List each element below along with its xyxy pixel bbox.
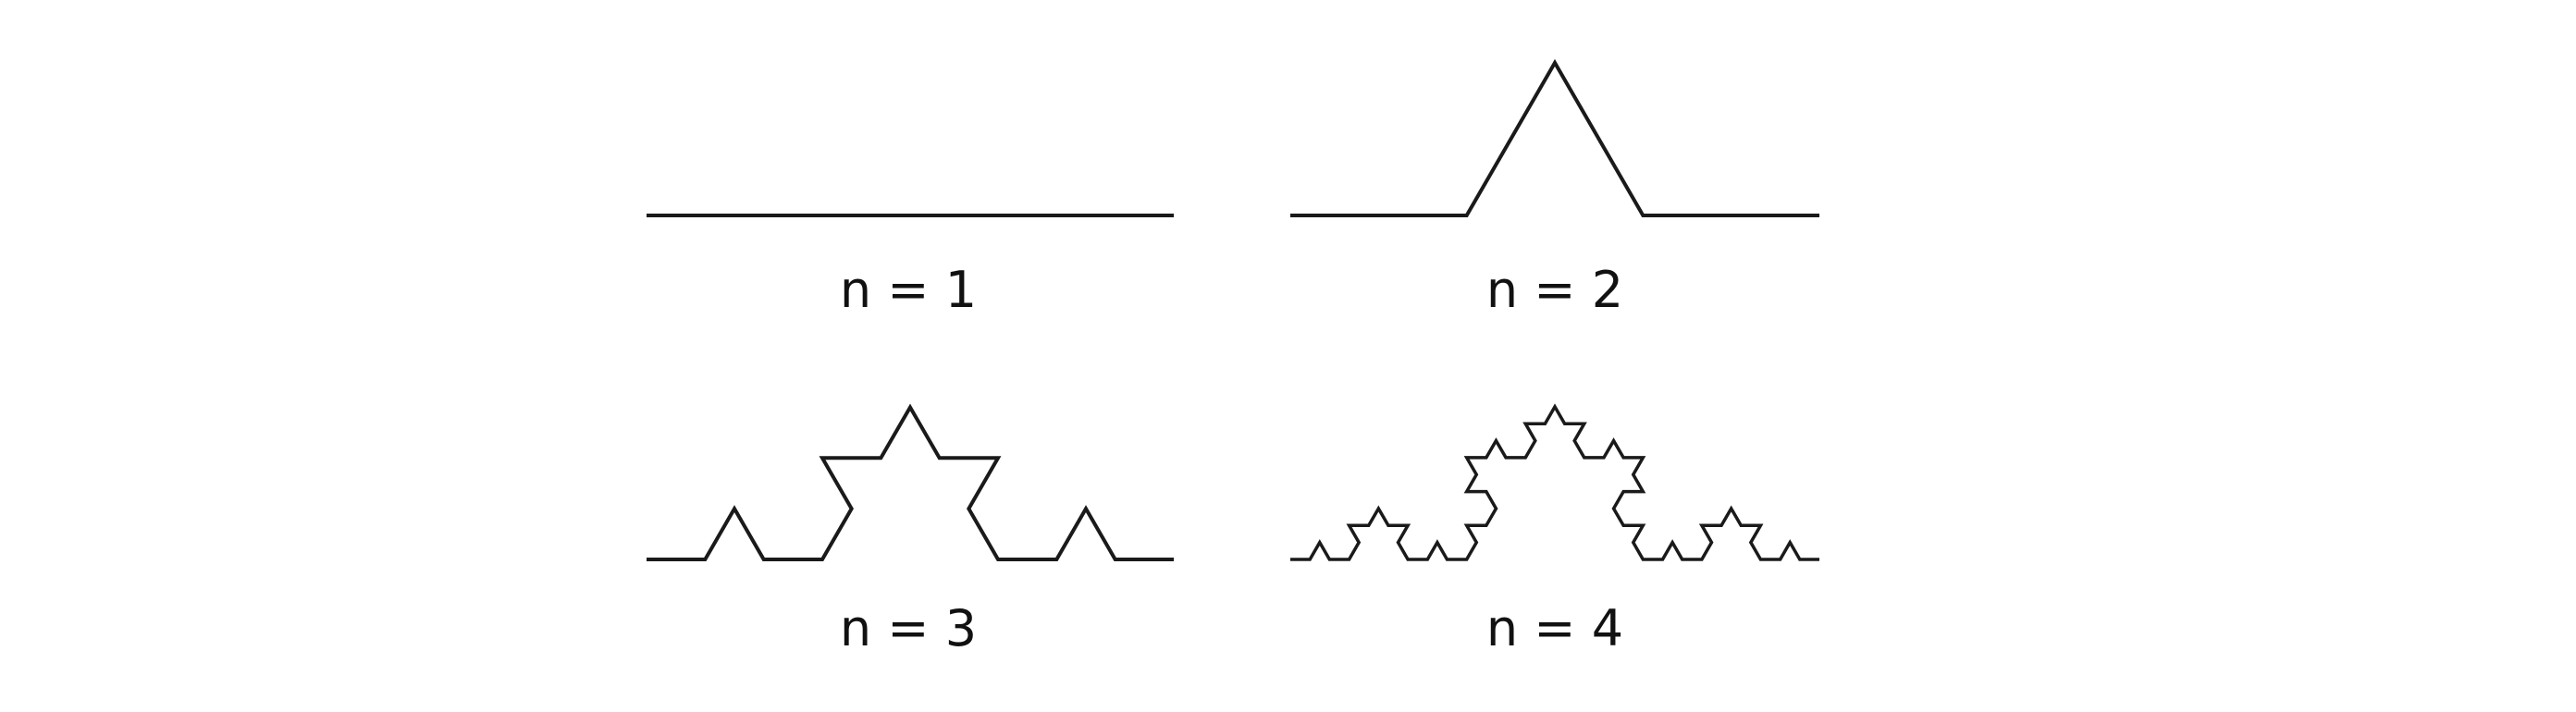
panel-n4: n = 4 bbox=[1290, 403, 1819, 657]
panel-n1: n = 1 bbox=[647, 214, 1174, 319]
panel-label-n1: n = 1 bbox=[840, 261, 977, 319]
panel-n3: n = 3 bbox=[647, 403, 1174, 657]
koch-curve-iteration-4 bbox=[1290, 403, 1819, 561]
panel-label-n2: n = 2 bbox=[1486, 261, 1623, 319]
panel-label-n4: n = 4 bbox=[1486, 599, 1623, 657]
koch-curve-iteration-2 bbox=[1290, 58, 1819, 217]
panel-n2: n = 2 bbox=[1290, 58, 1819, 319]
koch-curve-iteration-3 bbox=[647, 403, 1174, 561]
panel-label-n3: n = 3 bbox=[840, 599, 977, 657]
